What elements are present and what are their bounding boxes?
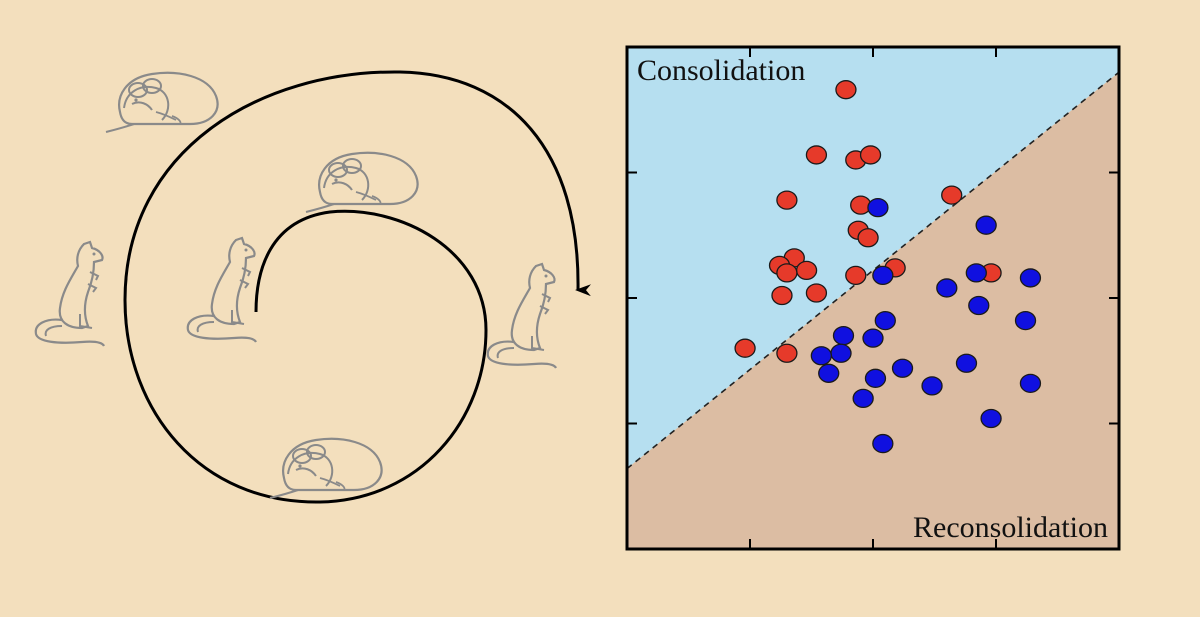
reconsolidation-label: Reconsolidation	[913, 511, 1108, 544]
red-data-point	[776, 190, 798, 210]
consolidation-label: Consolidation	[637, 54, 805, 87]
red-data-point	[771, 285, 793, 306]
blue-data-point	[810, 346, 832, 366]
blue-data-point	[864, 368, 887, 388]
spiral-arrow	[123, 70, 592, 504]
blue-data-point	[980, 408, 1002, 429]
red-data-point	[845, 265, 867, 286]
blue-data-point	[862, 328, 884, 348]
red-data-point	[941, 185, 963, 205]
blue-data-point	[874, 310, 896, 331]
red-data-point	[795, 260, 818, 281]
plot-frame	[625, 45, 1121, 551]
red-data-point	[776, 263, 798, 283]
red-data-point	[857, 228, 879, 248]
blue-data-point	[965, 263, 987, 283]
spiral-diagram	[34, 70, 592, 504]
blue-data-point	[872, 265, 894, 286]
red-data-point	[776, 343, 798, 363]
red-data-point	[805, 145, 828, 165]
blue-data-point	[818, 363, 840, 383]
data-points	[734, 80, 1042, 454]
axis-ticks	[627, 47, 1119, 549]
reconsolidation-region	[627, 72, 1119, 549]
sleeping-mouse-icon	[268, 437, 383, 500]
blue-data-point	[867, 197, 889, 218]
sleeping-mouse-icon	[304, 151, 419, 214]
blue-data-point	[936, 278, 958, 298]
consolidation-region	[627, 47, 1119, 469]
blue-data-point	[832, 325, 855, 346]
blue-data-point	[921, 376, 943, 396]
standing-rat-icon	[486, 262, 558, 370]
red-data-point	[835, 80, 857, 100]
red-data-point	[734, 338, 756, 358]
standing-rat-icon	[186, 236, 258, 344]
sleeping-mouse-icon	[104, 71, 219, 134]
red-data-point	[805, 283, 828, 303]
blue-data-point	[1019, 268, 1042, 288]
blue-data-point	[955, 353, 978, 373]
standing-rat-icon	[34, 240, 106, 348]
blue-data-point	[891, 358, 914, 378]
blue-data-point	[852, 388, 874, 409]
blue-data-point	[968, 295, 990, 316]
red-data-point	[859, 145, 882, 165]
blue-data-point	[830, 343, 852, 363]
blue-data-point	[975, 215, 997, 235]
blue-data-point	[1014, 310, 1037, 331]
blue-data-point	[872, 433, 894, 454]
blue-data-point	[1019, 373, 1042, 393]
scatter-plot: Consolidation Reconsolidation	[625, 45, 1121, 551]
